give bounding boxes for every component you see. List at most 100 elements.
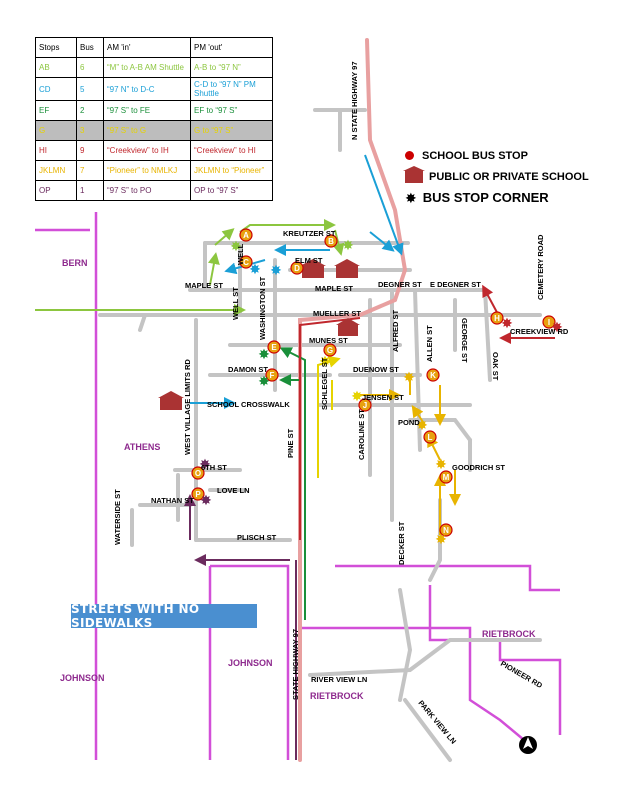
svg-text:K: K bbox=[430, 371, 436, 380]
street-label: RIVER VIEW LN bbox=[311, 675, 367, 684]
street-label: GEORGE ST bbox=[460, 318, 469, 363]
street-label: CREEKVIEW RD bbox=[510, 327, 569, 336]
svg-text:✸: ✸ bbox=[258, 346, 270, 362]
bus-stop-icon bbox=[405, 151, 414, 160]
street-label: DEGNER ST bbox=[378, 280, 422, 289]
street-label: MUNES ST bbox=[309, 336, 348, 345]
col-header: Stops bbox=[35, 37, 77, 58]
col-header: PM 'out' bbox=[190, 37, 273, 58]
street-label: ALFRED ST bbox=[391, 310, 400, 353]
stop-c: C bbox=[239, 255, 253, 269]
svg-text:✸: ✸ bbox=[249, 261, 261, 277]
no-sidewalks-label: STREETS WITH NO SIDEWALKS bbox=[71, 602, 257, 630]
svg-text:JOHNSON: JOHNSON bbox=[60, 673, 105, 683]
street-label: KREUTZER ST bbox=[283, 229, 336, 238]
school-icon bbox=[300, 259, 326, 278]
svg-text:I: I bbox=[548, 318, 550, 327]
stop-n: N bbox=[439, 523, 453, 537]
svg-text:✸: ✸ bbox=[501, 315, 513, 331]
svg-text:J: J bbox=[363, 401, 367, 410]
svg-text:✸: ✸ bbox=[416, 417, 428, 433]
stop-m: M bbox=[439, 470, 453, 484]
street-label: MAPLE ST bbox=[315, 284, 353, 293]
svg-text:P: P bbox=[195, 490, 201, 499]
star-icon: ✸ bbox=[405, 189, 417, 206]
route-g bbox=[317, 355, 341, 478]
svg-text:G: G bbox=[327, 346, 333, 355]
street-label: WEST VILLAGE LIMITS RD bbox=[183, 359, 192, 455]
street-label: DECKER ST bbox=[397, 521, 406, 565]
school-icon bbox=[334, 259, 360, 278]
town-labels: BERN ATHENS JOHNSON JOHNSON RIETBROCK RI… bbox=[60, 258, 536, 701]
legend-corner: ✸BUS STOP CORNER bbox=[405, 189, 549, 206]
street-label: PLISCH ST bbox=[237, 533, 277, 542]
svg-text:O: O bbox=[195, 469, 201, 478]
svg-text:M: M bbox=[443, 473, 450, 482]
street-label: NATHAN ST bbox=[151, 496, 194, 505]
street-label: E DEGNER ST bbox=[430, 280, 481, 289]
table-header-row: Stops Bus AM 'in' PM 'out' bbox=[35, 37, 273, 58]
street-label: ELM ST bbox=[295, 256, 323, 265]
stop-l: L bbox=[423, 430, 437, 444]
col-header: AM 'in' bbox=[103, 37, 191, 58]
svg-text:B: B bbox=[328, 237, 334, 246]
stop-j: J bbox=[358, 398, 372, 412]
street-label: CAROLINE ST bbox=[357, 409, 366, 460]
svg-text:C: C bbox=[243, 258, 249, 267]
street-label: POND bbox=[398, 418, 420, 427]
stop-d: D bbox=[290, 261, 304, 275]
svg-text:✸: ✸ bbox=[230, 238, 242, 254]
street-label: DAMON ST bbox=[228, 365, 268, 374]
street-label: DUENOW ST bbox=[353, 365, 399, 374]
stop-g: G bbox=[323, 343, 337, 357]
svg-text:RIETBROCK: RIETBROCK bbox=[310, 691, 364, 701]
stop-h: H bbox=[490, 311, 504, 325]
legend-bus-stop: SCHOOL BUS STOP bbox=[405, 145, 589, 166]
stop-p: P bbox=[191, 487, 205, 501]
street-label: OAK ST bbox=[491, 352, 500, 381]
street-label: ALLEN ST bbox=[425, 325, 434, 362]
svg-text:A: A bbox=[243, 231, 249, 240]
bus-stops: A B C D E F G H I J K L M N O P bbox=[191, 228, 556, 537]
bus-stop-corners: ✸ ✸ ✸ ✸ ✸ ✸ ✸ ✸ ✸ ✸ ✸ ✸ ✸ ✸ ✸ ✸ bbox=[199, 237, 563, 547]
svg-text:H: H bbox=[494, 314, 500, 323]
svg-text:F: F bbox=[270, 371, 275, 380]
svg-text:✸: ✸ bbox=[351, 388, 363, 404]
map-legend: SCHOOL BUS STOP PUBLIC OR PRIVATE SCHOOL… bbox=[403, 145, 589, 208]
street-label: WELL bbox=[236, 243, 245, 265]
street-label: WASHINGTON ST bbox=[258, 276, 267, 340]
route-op bbox=[184, 494, 297, 760]
route-ef bbox=[279, 347, 306, 620]
stop-a: A bbox=[239, 228, 253, 242]
street-label: WATERSIDE ST bbox=[113, 489, 122, 545]
town-boundaries bbox=[35, 212, 562, 760]
svg-text:RIETBROCK: RIETBROCK bbox=[482, 629, 536, 639]
school-crosswalk-label: SCHOOL CROSSWALK bbox=[207, 400, 290, 409]
north-arrow bbox=[519, 736, 537, 754]
svg-text:✸: ✸ bbox=[403, 369, 415, 385]
street-label: WELL ST bbox=[231, 287, 240, 320]
street-label: PINE ST bbox=[286, 428, 295, 458]
stop-b: B bbox=[324, 234, 338, 248]
svg-text:✸: ✸ bbox=[342, 237, 354, 253]
school-icon bbox=[158, 391, 184, 410]
school-icon bbox=[336, 318, 360, 336]
svg-text:E: E bbox=[271, 343, 277, 352]
stop-f: F bbox=[265, 368, 279, 382]
svg-text:✸: ✸ bbox=[435, 531, 447, 547]
street-label: STATE HIGHWAY 97 bbox=[291, 629, 300, 700]
svg-text:✸: ✸ bbox=[551, 319, 563, 335]
col-header: Bus bbox=[76, 37, 104, 58]
street-label: PIONEER RD bbox=[499, 659, 544, 690]
street-label: MUELLER ST bbox=[313, 309, 361, 318]
svg-text:✸: ✸ bbox=[258, 373, 270, 389]
svg-text:D: D bbox=[294, 264, 300, 273]
